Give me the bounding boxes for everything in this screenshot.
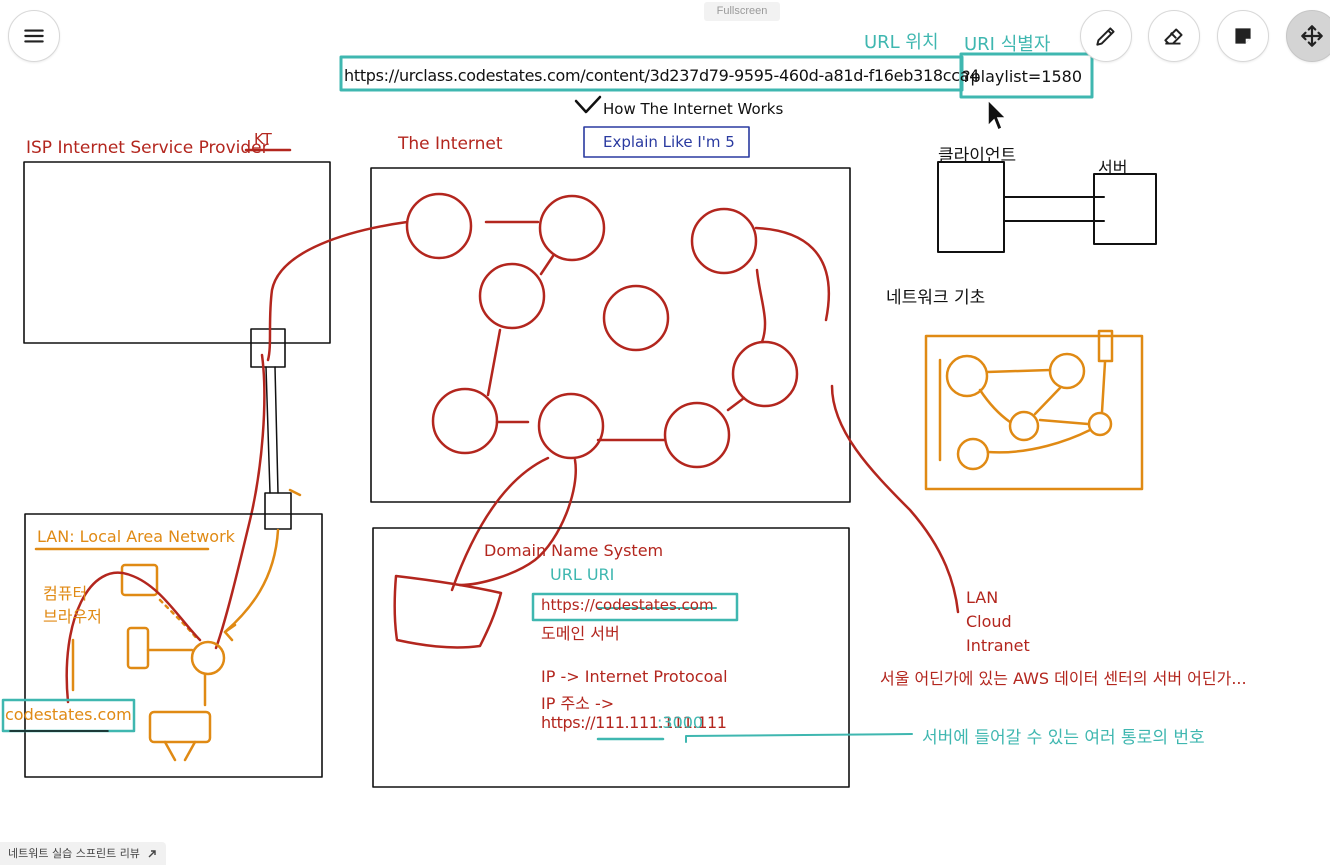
- isp-connector-box: [250, 328, 286, 368]
- internet-nodes: [405, 192, 799, 469]
- dns-box: [372, 527, 850, 788]
- sticky-note-tool-button[interactable]: [1217, 10, 1269, 62]
- menu-button[interactable]: [8, 10, 60, 62]
- domain-server-label: 도메인 서버: [541, 624, 620, 643]
- dns-title: Domain Name System: [484, 541, 664, 560]
- dns-https-box: [531, 592, 739, 622]
- server-label: 서버: [1098, 158, 1128, 177]
- move-tool-button[interactable]: [1286, 10, 1330, 62]
- check-mark-icon: [574, 95, 602, 114]
- eraser-tool-button[interactable]: [1148, 10, 1200, 62]
- ip-protocol-line: IP -> Internet Protocoal: [541, 667, 728, 686]
- subtitle-text: How The Internet Works: [603, 100, 784, 118]
- hamburger-menu-icon: [24, 29, 44, 43]
- query-text: ?playlist=1580: [962, 67, 1082, 86]
- internet-box: [370, 167, 851, 503]
- client-box: [937, 161, 1005, 253]
- bottom-tab-label: 네트워트 실습 스프린트 리뷰: [8, 847, 140, 860]
- sticky-note-icon: [1235, 28, 1251, 44]
- lan-title: LAN: Local Area Network: [37, 527, 235, 546]
- port-text: :3000: [657, 713, 704, 732]
- uri-box: [959, 52, 1094, 99]
- dns-https-text: https://codestates.com: [541, 596, 714, 614]
- cloud-lan-label: LAN: [966, 588, 999, 607]
- external-link-icon: [148, 849, 156, 857]
- network-basics-box: [924, 334, 1144, 491]
- move-arrows-icon: [1301, 25, 1323, 47]
- lan-connector-box: [264, 492, 292, 530]
- eli5-text: Explain Like I'm 5: [603, 133, 735, 151]
- computer-label: 컴퓨터: [43, 584, 88, 603]
- isp-box: [23, 161, 331, 344]
- fullscreen-button[interactable]: Fullscreen: [704, 2, 780, 21]
- aws-note: 서울 어딘가에 있는 AWS 데이터 센터의 서버 어딘가...: [880, 669, 1247, 688]
- url-uri-label: URL URI: [550, 565, 615, 584]
- lan-box: [24, 513, 323, 778]
- eraser-icon: [1164, 28, 1183, 45]
- pen-tool-button[interactable]: [1080, 10, 1132, 62]
- mouse-cursor-icon: [987, 98, 1008, 132]
- port-note: 서버에 들어갈 수 있는 여러 통로의 번호: [922, 728, 1205, 748]
- eli5-box: [583, 126, 750, 158]
- ip-url-text: https://111.111.111.111: [541, 713, 727, 732]
- browser-label: 브라우저: [43, 607, 102, 626]
- cloud-label: Cloud: [966, 612, 1012, 631]
- bottom-board-tab[interactable]: 네트워트 실습 스프린트 리뷰: [0, 842, 166, 865]
- url-text: https://urclass.codestates.com/content/3…: [344, 66, 980, 85]
- dns-server-bucket: [393, 574, 503, 649]
- intranet-label: Intranet: [966, 636, 1030, 655]
- client-label: 클라이언트: [938, 146, 1017, 166]
- ip-address-label: IP 주소 ->: [541, 694, 615, 713]
- server-box: [1093, 173, 1157, 245]
- pencil-icon: [1096, 27, 1115, 46]
- isp-title: ISP Internet Service Provider: [26, 138, 269, 158]
- internet-title: The Internet: [398, 134, 503, 154]
- lan-domain-text: codestates.com: [5, 705, 132, 724]
- uri-identifier-label: URI 식별자: [964, 34, 1051, 55]
- kt-label: KT: [254, 130, 272, 148]
- url-location-label: URL 위치: [864, 32, 939, 53]
- network-basics-label: 네트워크 기초: [886, 288, 986, 308]
